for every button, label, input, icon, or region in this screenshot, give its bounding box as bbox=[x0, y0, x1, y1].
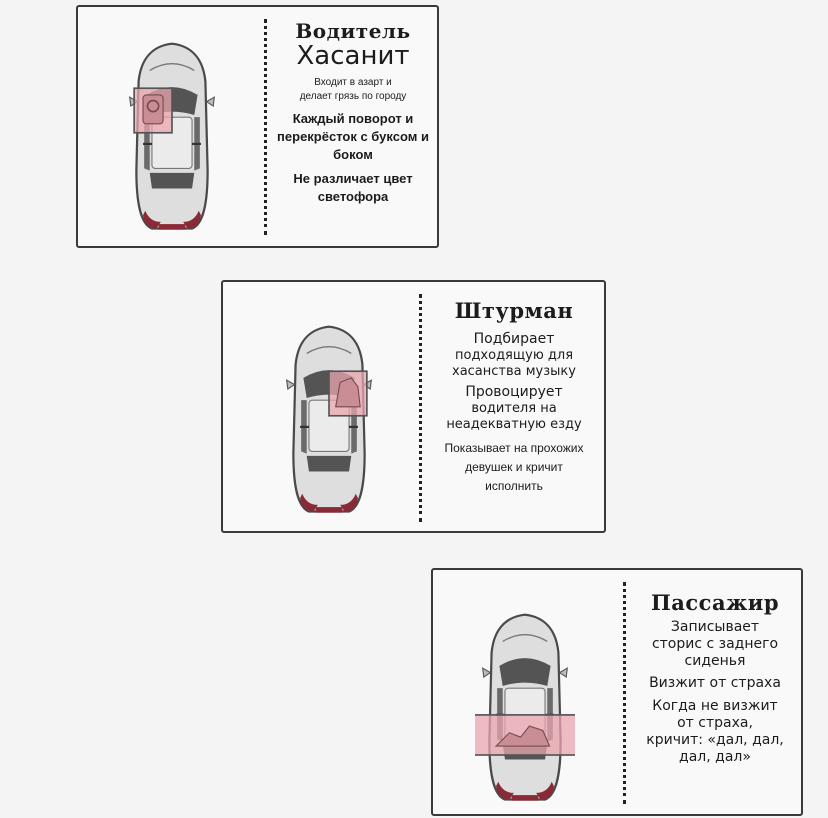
passenger-line: от страха, bbox=[677, 715, 753, 731]
navigator-line: девушек и кричит bbox=[465, 460, 563, 474]
passenger-line: сторис с заднего bbox=[651, 636, 779, 652]
passenger-line: Записывает bbox=[670, 619, 760, 635]
navigator-line: исполнить bbox=[485, 479, 543, 493]
passenger-title: Пассажир bbox=[650, 590, 780, 615]
navigator-line: подходящую для bbox=[454, 348, 574, 363]
driver-line: делает грязь по городу bbox=[299, 91, 407, 102]
navigator-title: Штурман bbox=[454, 298, 574, 323]
navigator-line: хасанства музыку bbox=[452, 364, 576, 379]
dotted-divider bbox=[264, 19, 267, 235]
navigator-card: Штурман Подбирает подходящую для хасанст… bbox=[221, 280, 606, 533]
navigator-line: Провоцирует bbox=[465, 384, 563, 400]
navigator-line: водителя на bbox=[471, 401, 557, 416]
driver-text: Водитель Хасанит Входит в азарт и делает… bbox=[268, 19, 438, 204]
driver-subtitle: Хасанит bbox=[296, 41, 410, 71]
driver-line: перекрёсток с буксом и bbox=[277, 129, 429, 144]
navigator-line: Показывает на прохожих bbox=[444, 441, 584, 455]
driver-title: Водитель bbox=[295, 19, 411, 43]
driver-line: Каждый поворот и bbox=[292, 111, 414, 126]
passenger-card: Пассажир Записывает сторис с заднего сид… bbox=[431, 568, 803, 816]
navigator-line: Подбирает bbox=[473, 331, 555, 347]
car-illustration bbox=[475, 613, 575, 802]
driver-line: светофора bbox=[317, 189, 389, 204]
driver-line: боком bbox=[333, 147, 373, 162]
car-illustration bbox=[128, 42, 216, 231]
dotted-divider bbox=[623, 582, 626, 804]
dotted-divider bbox=[419, 294, 422, 522]
navigator-text: Штурман Подбирает подходящую для хасанст… bbox=[423, 298, 605, 493]
passenger-line: кричит: «дал, дал, bbox=[646, 732, 784, 748]
passenger-line: Когда не визжит bbox=[652, 698, 778, 714]
passenger-line: дал, дал» bbox=[679, 749, 751, 765]
passenger-text: Пассажир Записывает сторис с заднего сид… bbox=[627, 590, 803, 765]
driver-line: Входит в азарт и bbox=[314, 77, 392, 88]
driver-line: Не различает цвет bbox=[293, 171, 413, 186]
driver-card: Водитель Хасанит Входит в азарт и делает… bbox=[76, 5, 439, 248]
passenger-line: сиденья bbox=[684, 653, 746, 669]
navigator-line: неадекватную езду bbox=[446, 417, 582, 432]
car-illustration bbox=[285, 325, 373, 514]
passenger-line: Визжит от страха bbox=[649, 675, 781, 691]
